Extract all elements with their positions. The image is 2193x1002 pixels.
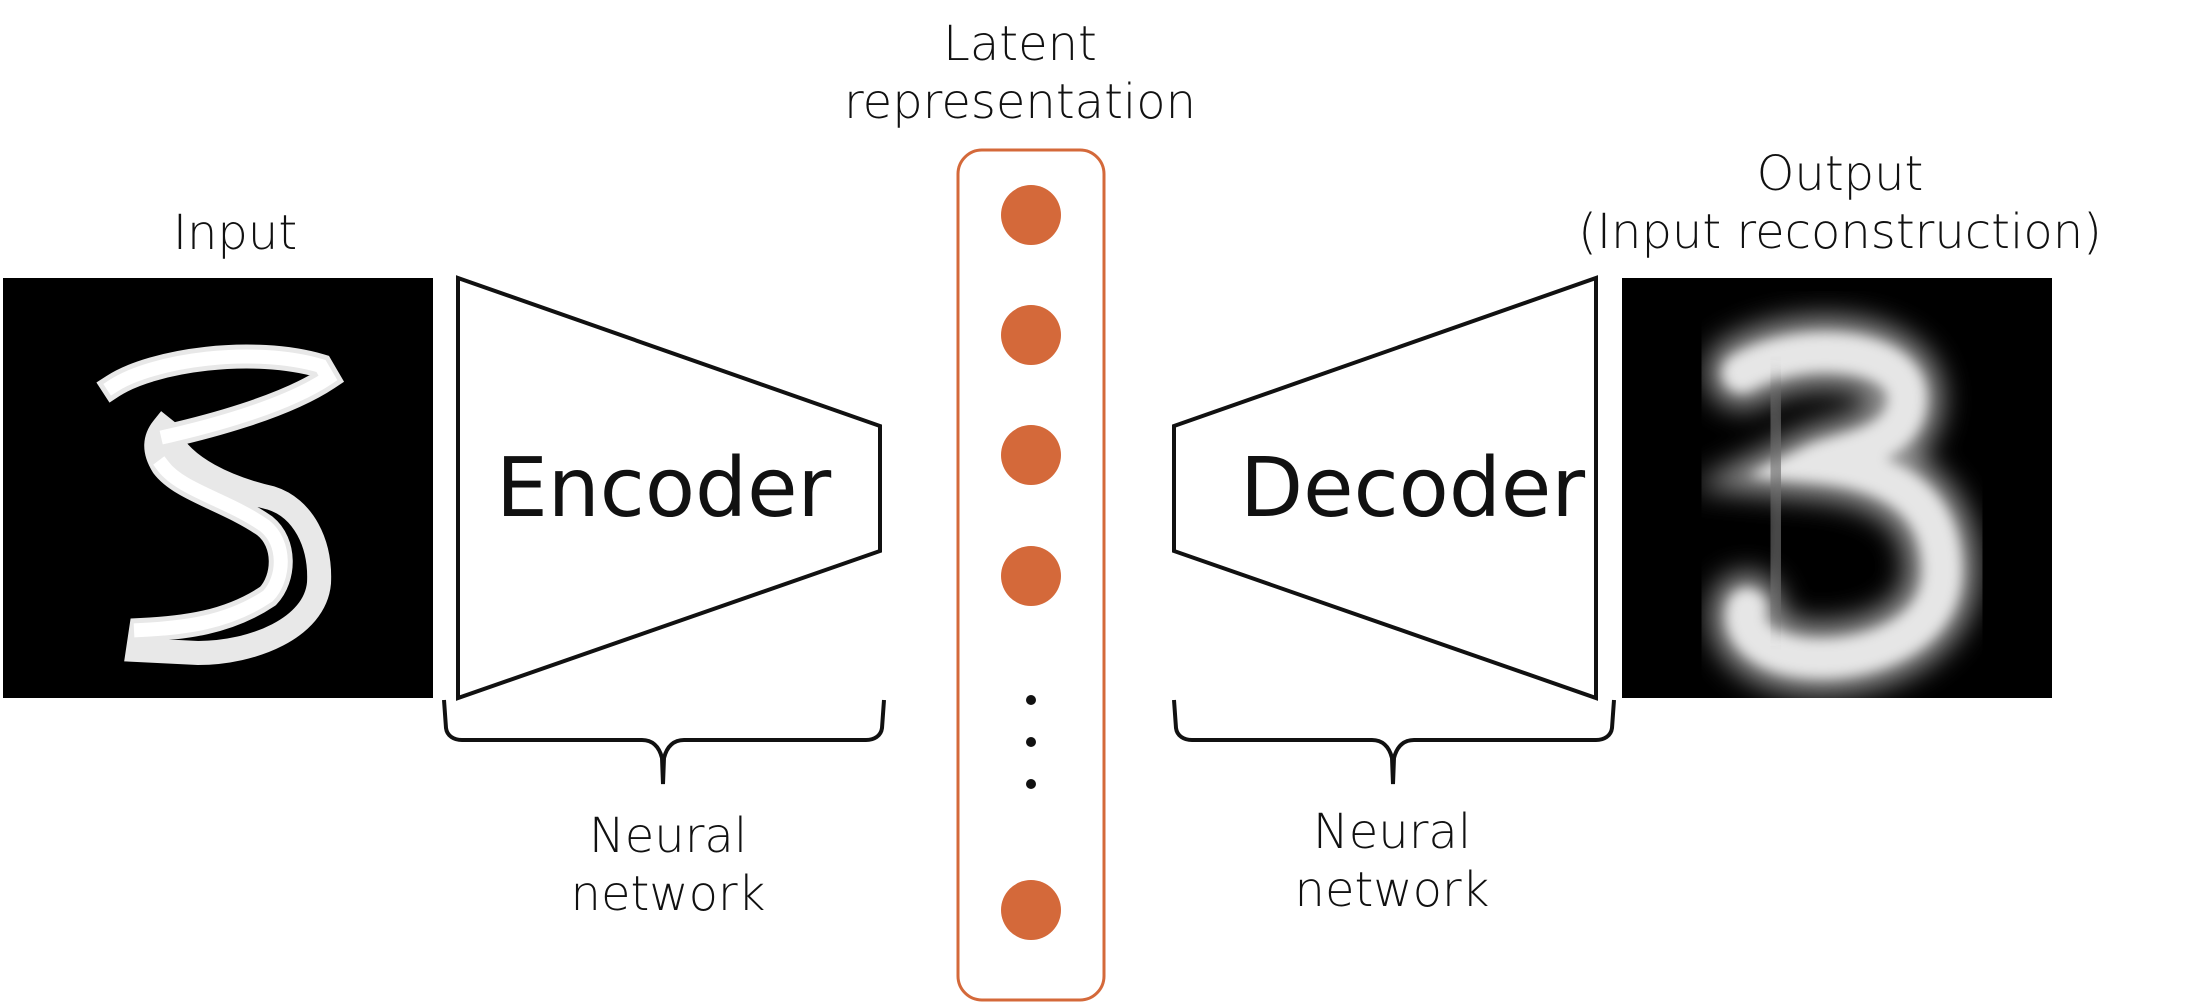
decoder-block xyxy=(1172,275,1598,701)
latent-node-4 xyxy=(1001,546,1061,606)
decoder-caption-line2: network xyxy=(1294,861,1490,918)
output-digit-drawing xyxy=(1691,317,1977,694)
latent-ellipsis-dot-2 xyxy=(1026,737,1036,747)
decoder-label: Decoder xyxy=(1240,440,1586,538)
encoder-label-text: Encoder xyxy=(496,441,832,536)
decoder-caption: Neural network xyxy=(1264,804,1520,919)
output-title-line1: Output xyxy=(1756,146,1924,202)
decoder-caption-line1: Neural xyxy=(1312,804,1472,860)
decoder-label-text: Decoder xyxy=(1240,441,1586,536)
latent-title: Latent representation xyxy=(820,16,1220,131)
encoder-label: Encoder xyxy=(496,440,832,538)
latent-title-line2: representation xyxy=(843,73,1197,130)
encoder-block xyxy=(456,275,882,701)
latent-ellipsis-dot-1 xyxy=(1026,695,1036,705)
input-title: Input xyxy=(120,205,350,263)
latent-node-5 xyxy=(1001,880,1061,940)
latent-title-line1: Latent xyxy=(943,16,1097,72)
output-title-line2: (Input reconstruction) xyxy=(1578,203,2102,260)
input-digit-drawing xyxy=(96,344,345,666)
decoder-brace xyxy=(1172,699,1616,785)
output-digit-image xyxy=(1622,278,2052,698)
latent-ellipsis-dot-3 xyxy=(1026,779,1036,789)
input-title-text: Input xyxy=(172,205,298,261)
encoder-brace xyxy=(442,699,886,785)
encoder-caption: Neural network xyxy=(540,808,796,923)
output-title: Output (Input reconstruction) xyxy=(1570,146,2110,261)
latent-node-3 xyxy=(1001,425,1061,485)
encoder-caption-line1: Neural xyxy=(588,808,748,864)
encoder-caption-line2: network xyxy=(570,865,766,922)
latent-node-2 xyxy=(1001,305,1061,365)
latent-node-1 xyxy=(1001,185,1061,245)
input-digit-image xyxy=(3,278,433,698)
latent-vector xyxy=(956,148,1106,1002)
